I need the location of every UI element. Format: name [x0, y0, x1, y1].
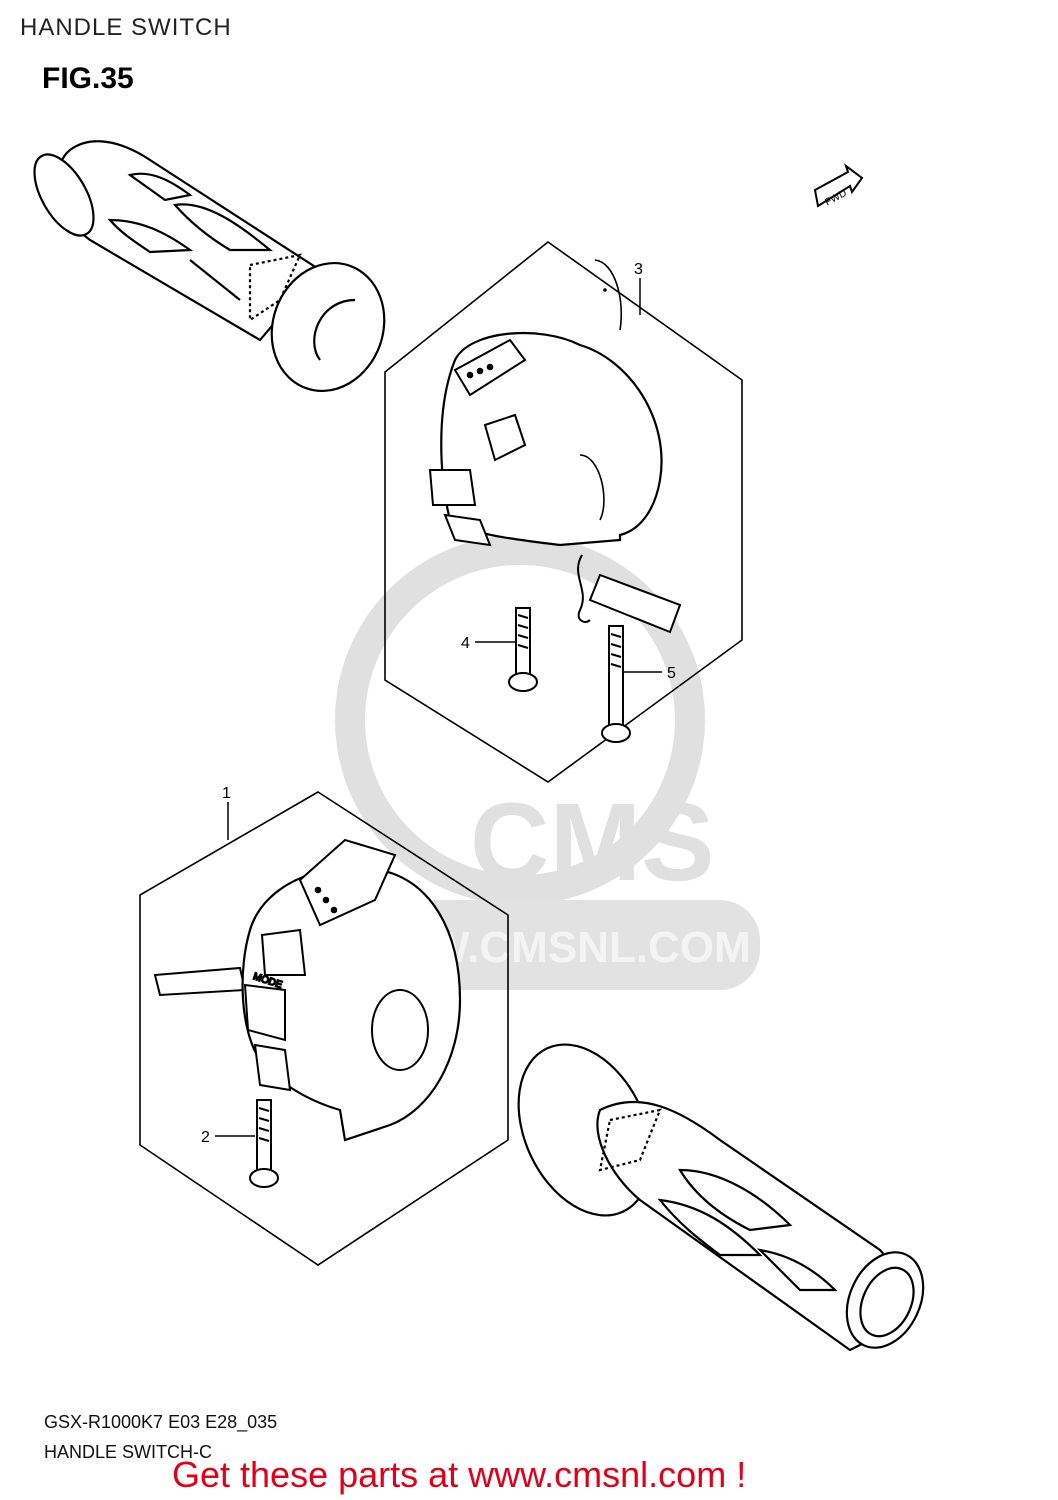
handle-switch-right-group: [384, 240, 743, 783]
cta-link[interactable]: Get these parts at www.cmsnl.com !: [172, 1454, 747, 1495]
grip-left: [33, 140, 386, 393]
callout-4: 4: [461, 635, 470, 652]
watermark-ring: [335, 535, 705, 905]
screw-5: [601, 625, 631, 743]
callout-2: 2: [201, 1129, 210, 1146]
callout-1: 1: [222, 785, 231, 802]
figure-label: FIG.35: [42, 62, 134, 95]
callout-5: 5: [667, 665, 676, 682]
watermark-brand: CMS: [470, 781, 714, 904]
diagram-name: HANDLE SWITCH-C: [44, 1442, 213, 1462]
handle-switch-left-group: MODE: [139, 791, 509, 1266]
model-code: GSX-R1000K7 E03 E28_035: [44, 1412, 278, 1432]
screw-4: [508, 607, 538, 692]
page-title: HANDLE SWITCH: [20, 14, 232, 41]
callout-3: 3: [634, 261, 643, 278]
screw-2: [249, 1099, 279, 1188]
grip-right: [517, 1043, 925, 1352]
fwd-arrow-icon: FWD: [813, 163, 864, 208]
